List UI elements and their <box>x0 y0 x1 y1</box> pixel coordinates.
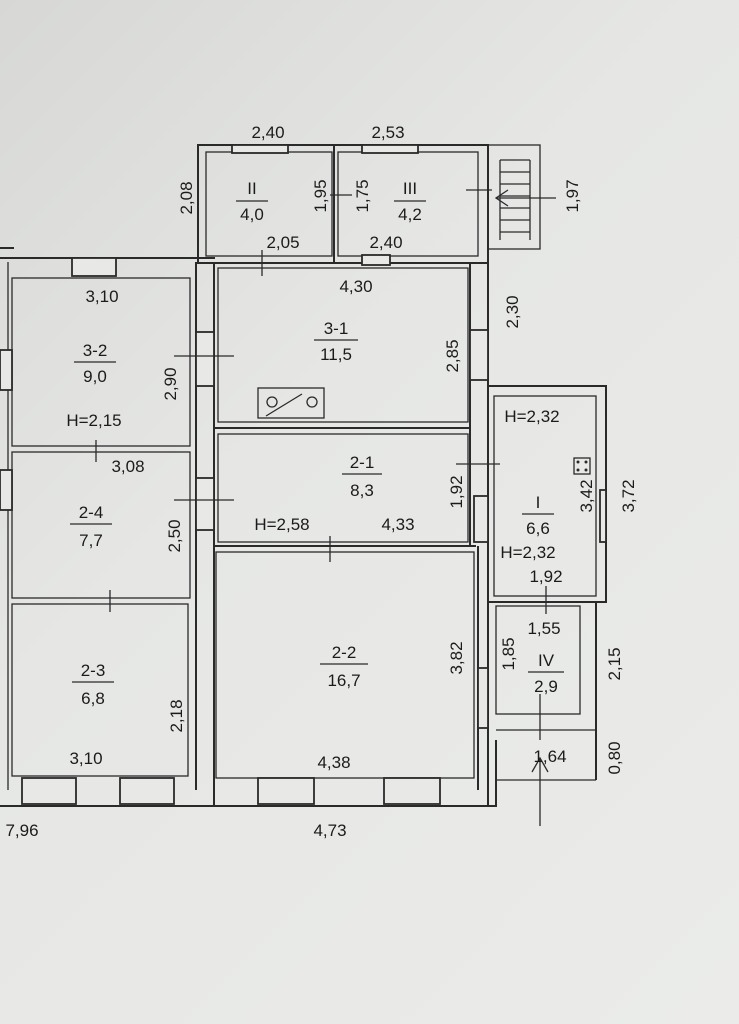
dimension-label: 2,85 <box>443 339 462 372</box>
dimension-label: 1,55 <box>527 619 560 638</box>
height-label: H=2,32 <box>500 543 555 562</box>
height-label: H=2,15 <box>66 411 121 430</box>
dimension-label: 2,40 <box>251 123 284 142</box>
arrow-head-up-icon <box>531 756 549 773</box>
svg-text:2-2: 2-2 <box>332 643 357 662</box>
dimension-label: 4,38 <box>317 753 350 772</box>
heater-icon <box>573 457 591 475</box>
height-label: H=2,58 <box>254 515 309 534</box>
windows <box>0 144 607 805</box>
svg-text:4,2: 4,2 <box>398 205 422 224</box>
dimension-label: 3,42 <box>577 479 596 512</box>
stove-icon <box>257 387 325 419</box>
dimension-label: 1,97 <box>563 179 582 212</box>
dimension-label: 2,53 <box>371 123 404 142</box>
svg-text:2-4: 2-4 <box>79 503 104 522</box>
dimension-label: 4,33 <box>381 515 414 534</box>
dimension-label: 3,08 <box>111 457 144 476</box>
dimension-label: 2,40 <box>369 233 402 252</box>
svg-text:3-1: 3-1 <box>324 319 349 338</box>
room-2-2: 2-2 16,7 <box>320 643 368 690</box>
dimension-label: 3,82 <box>447 641 466 674</box>
svg-text:8,3: 8,3 <box>350 481 374 500</box>
dimension-label: 2,05 <box>266 233 299 252</box>
dimension-label: 7,96 <box>5 821 38 840</box>
height-labels: H=2,15 H=2,32 H=2,58 H=2,32 <box>66 407 559 562</box>
svg-text:4,0: 4,0 <box>240 205 264 224</box>
svg-text:6,6: 6,6 <box>526 519 550 538</box>
dimension-label: 3,10 <box>85 287 118 306</box>
svg-text:3-2: 3-2 <box>83 341 108 360</box>
svg-text:16,7: 16,7 <box>327 671 360 690</box>
dimension-label: 1,85 <box>499 637 518 670</box>
dimension-label: 2,90 <box>161 367 180 400</box>
door-ticks <box>95 189 547 740</box>
dimension-label: 2,15 <box>605 647 624 680</box>
room-2-4: 2-4 7,7 <box>70 503 112 550</box>
svg-text:7,7: 7,7 <box>79 531 103 550</box>
entrance-arrows <box>494 189 556 826</box>
svg-text:IV: IV <box>538 651 555 670</box>
room-3-1: 3-1 11,5 <box>314 319 358 364</box>
svg-text:11,5: 11,5 <box>320 345 352 364</box>
room-2-3: 2-3 6,8 <box>72 661 114 708</box>
svg-text:2-3: 2-3 <box>81 661 106 680</box>
dimension-label: 1,75 <box>353 179 372 212</box>
dimension-label: 1,64 <box>533 747 566 766</box>
vertical-dimensions: 2,08 1,95 1,75 1,97 2,30 2,90 2,85 1,92 … <box>161 179 638 774</box>
horizontal-dimensions: 2,40 2,53 2,05 2,40 3,10 4,30 3,08 4,33 … <box>5 123 566 840</box>
dimension-label: 3,10 <box>69 749 102 768</box>
svg-text:2-1: 2-1 <box>350 453 375 472</box>
dimension-label: 1,92 <box>529 567 562 586</box>
dimension-label: 4,30 <box>339 277 372 296</box>
room-II: II 4,0 <box>236 179 268 224</box>
svg-text:9,0: 9,0 <box>83 367 107 386</box>
dimension-label: 1,95 <box>311 179 330 212</box>
dimension-label: 3,72 <box>619 479 638 512</box>
dimension-label: 4,73 <box>313 821 346 840</box>
room-I: I 6,6 <box>522 493 554 538</box>
dimension-label: 2,18 <box>167 699 186 732</box>
svg-text:2,9: 2,9 <box>534 677 558 696</box>
room-IV: IV 2,9 <box>528 651 564 696</box>
arrow-head-left-icon <box>494 189 509 207</box>
dimension-label: 1,92 <box>447 475 466 508</box>
height-label: H=2,32 <box>504 407 559 426</box>
fixtures <box>257 387 591 475</box>
room-3-2: 3-2 9,0 <box>74 341 116 386</box>
svg-text:II: II <box>247 179 256 198</box>
svg-text:I: I <box>536 493 541 512</box>
room-III: III 4,2 <box>394 179 426 224</box>
svg-text:III: III <box>403 179 417 198</box>
svg-text:6,8: 6,8 <box>81 689 105 708</box>
dimension-label: 2,50 <box>165 519 184 552</box>
room-2-1: 2-1 8,3 <box>342 453 382 500</box>
dimension-label: 2,08 <box>177 181 196 214</box>
dimension-label: 2,30 <box>503 295 522 328</box>
room-labels: II 4,0 III 4,2 3-2 9,0 3-1 11,5 2-1 8,3 … <box>70 179 564 708</box>
dimension-label: 0,80 <box>605 741 624 774</box>
